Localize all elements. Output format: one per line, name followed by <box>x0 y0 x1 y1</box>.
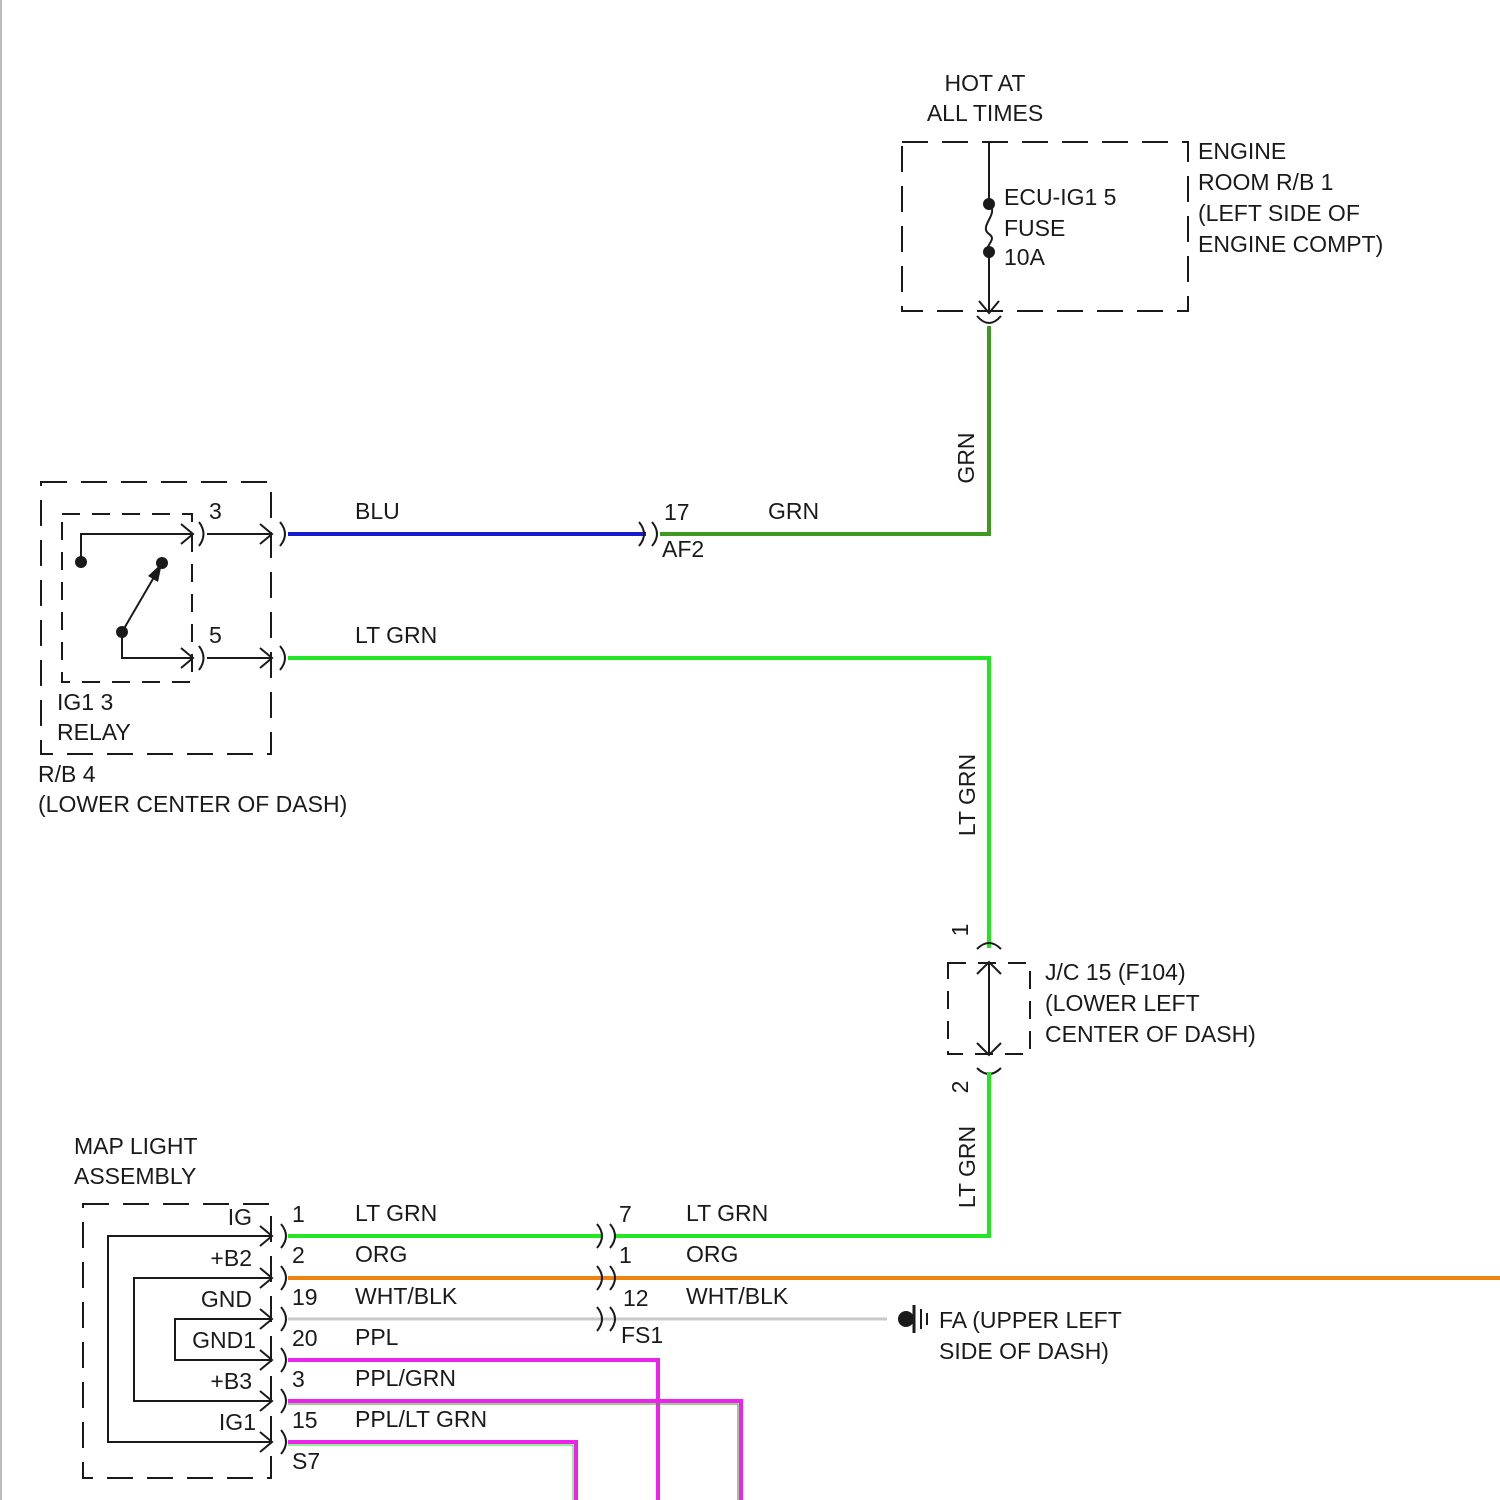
ground-label-line-2: SIDE OF DASH) <box>939 1338 1109 1364</box>
wire-ppl-lt-grn <box>288 1442 576 1500</box>
fs1-wire-labels: LT GRN ORG WHT/BLK <box>686 1200 789 1309</box>
wire-label-map-ppl-grn: PPL/GRN <box>355 1365 456 1391</box>
wire-label-lt-grn-vertical-1: LT GRN <box>954 754 980 836</box>
map-pin-2: 2 <box>292 1242 305 1268</box>
fuse-ecu-ig1-5 <box>977 142 1001 323</box>
wire-label-fs1-lt-grn: LT GRN <box>686 1200 768 1226</box>
jc15-pin-2: 2 <box>947 1081 973 1094</box>
map-light-connector-arcs <box>281 1224 286 1454</box>
map-pin-20: 20 <box>292 1325 318 1351</box>
af2-pin: 17 <box>664 499 690 525</box>
fs1-pins: 7 1 12 FS1 <box>619 1201 663 1348</box>
rb1-label-line-3: (LEFT SIDE OF <box>1198 200 1360 226</box>
rb1-label-line-4: ENGINE COMPT) <box>1198 231 1383 257</box>
relay-label: IG1 3 RELAY <box>57 689 131 745</box>
relay-pin-3: 3 <box>209 498 222 524</box>
fs1-name: FS1 <box>621 1322 663 1348</box>
wire-label-map-org: ORG <box>355 1241 407 1267</box>
terminal-gnd1: GND1 <box>192 1327 256 1353</box>
fuse-label-line-3: 10A <box>1004 244 1046 270</box>
jc15-label-line-3: CENTER OF DASH) <box>1045 1021 1256 1047</box>
wire-label-lt-grn-horizontal: LT GRN <box>355 622 437 648</box>
map-pin-15: 15 <box>292 1407 318 1433</box>
fuse-label: ECU-IG1 5 FUSE 10A <box>1004 184 1116 270</box>
relay-pin-5: 5 <box>209 622 222 648</box>
map-light-title: MAP LIGHT ASSEMBLY <box>74 1133 198 1189</box>
ground-fa-label: FA (UPPER LEFT SIDE OF DASH) <box>939 1307 1122 1364</box>
terminal-b2: +B2 <box>210 1245 252 1271</box>
wire-label-blu: BLU <box>355 498 400 524</box>
map-light-title-line-1: MAP LIGHT <box>74 1133 198 1159</box>
relay-pin-5-connector <box>199 646 285 670</box>
relay-label-line-2: RELAY <box>57 719 131 745</box>
rb4-label-line-1: R/B 4 <box>38 761 96 787</box>
af2-name: AF2 <box>662 536 704 562</box>
rb4-location-label: R/B 4 (LOWER CENTER OF DASH) <box>38 761 347 817</box>
terminal-ig: IG <box>228 1204 252 1230</box>
hot-label-line-2: ALL TIMES <box>927 100 1043 126</box>
hot-at-all-times-label: HOT AT ALL TIMES <box>927 70 1043 126</box>
jc15-label: J/C 15 (F104) (LOWER LEFT CENTER OF DASH… <box>1045 959 1256 1047</box>
terminal-b3: +B3 <box>210 1368 252 1394</box>
ground-fa-symbol <box>898 1305 927 1333</box>
rb4-label-line-2: (LOWER CENTER OF DASH) <box>38 791 347 817</box>
rb1-label-line-1: ENGINE <box>1198 138 1286 164</box>
wire-ppl-lt-grn-stripe <box>288 1445 573 1500</box>
hot-label-line-1: HOT AT <box>945 70 1026 96</box>
map-pin-19: 19 <box>292 1284 318 1310</box>
wire-label-map-wht-blk: WHT/BLK <box>355 1283 458 1309</box>
wire-label-grn-vertical: GRN <box>953 432 979 483</box>
fs1-pin-1: 1 <box>619 1242 632 1268</box>
ground-label-line-1: FA (UPPER LEFT <box>939 1307 1122 1333</box>
map-pin-3: 3 <box>292 1366 305 1392</box>
relay-contacts <box>75 524 193 668</box>
wire-label-map-ppl-lt-grn: PPL/LT GRN <box>355 1406 487 1432</box>
wire-label-lt-grn-vertical-2: LT GRN <box>954 1126 980 1208</box>
map-pin-s7: S7 <box>292 1448 320 1474</box>
jc15-label-line-1: J/C 15 (F104) <box>1045 959 1186 985</box>
wire-lt-grn-jc-to-fs1 <box>614 1072 989 1236</box>
terminal-ig1: IG1 <box>219 1409 256 1435</box>
wire-label-fs1-org: ORG <box>686 1241 738 1267</box>
wire-label-map-lt-grn: LT GRN <box>355 1200 437 1226</box>
wire-lt-grn-relay-to-jc <box>288 658 989 948</box>
fs1-pin-12: 12 <box>623 1285 649 1311</box>
jc15-label-line-2: (LOWER LEFT <box>1045 990 1200 1016</box>
jc15-pin-1: 1 <box>947 924 973 937</box>
wire-label-fs1-wht-blk: WHT/BLK <box>686 1283 789 1309</box>
fuse-label-line-2: FUSE <box>1004 215 1065 241</box>
rb1-label-line-2: ROOM R/B 1 <box>1198 169 1333 195</box>
map-light-title-line-2: ASSEMBLY <box>74 1163 196 1189</box>
fuse-label-line-1: ECU-IG1 5 <box>1004 184 1116 210</box>
relay-label-line-1: IG1 3 <box>57 689 113 715</box>
fs1-pin-7: 7 <box>619 1201 632 1227</box>
engine-room-rb1-label: ENGINE ROOM R/B 1 (LEFT SIDE OF ENGINE C… <box>1198 138 1383 257</box>
map-light-pin-numbers: 1 2 19 20 3 15 S7 <box>292 1201 320 1474</box>
terminal-gnd: GND <box>201 1286 252 1312</box>
wire-label-map-ppl: PPL <box>355 1324 399 1350</box>
wire-label-grn-horizontal: GRN <box>768 498 819 524</box>
map-pin-1: 1 <box>292 1201 305 1227</box>
relay-pin-3-connector <box>199 522 285 546</box>
